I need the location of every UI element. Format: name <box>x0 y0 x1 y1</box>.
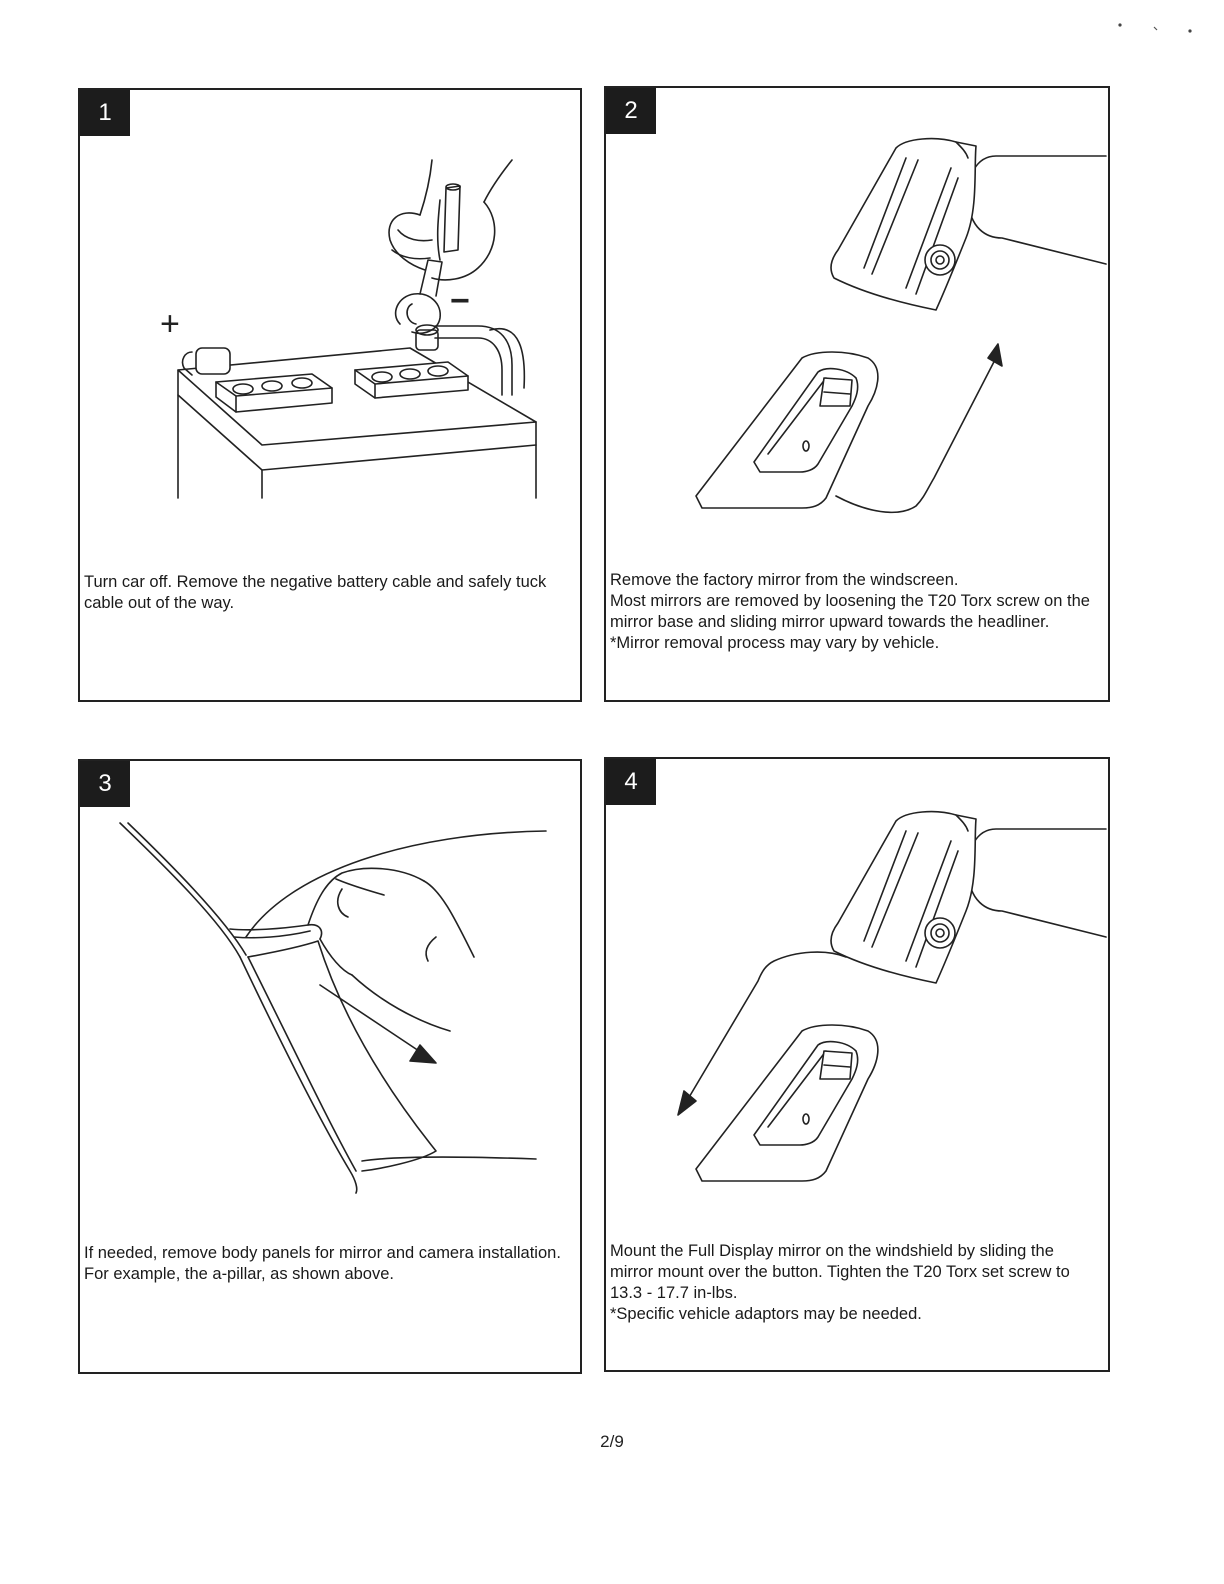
battery-illustration: + − <box>160 159 537 499</box>
negative-terminal-label: − <box>450 282 470 320</box>
caption-line: Most mirrors are removed by loosening th… <box>610 592 1090 631</box>
caption-line: For example, the a-pillar, as shown abov… <box>84 1265 394 1283</box>
caption-line: *Specific vehicle adaptors may be needed… <box>610 1305 922 1323</box>
step-panel-2: 2 Remove the factory mirror from the win… <box>604 86 1110 702</box>
step-caption: Turn car off. Remove the negative batter… <box>84 572 572 614</box>
caption-line: Mount the Full Display mirror on the win… <box>610 1242 1070 1302</box>
step-number-badge: 3 <box>80 761 130 807</box>
mirror-mount-illustration <box>677 810 1107 1182</box>
step-caption: Mount the Full Display mirror on the win… <box>610 1241 1100 1325</box>
caption-line: *Mirror removal process may vary by vehi… <box>610 634 940 652</box>
page-number: 2/9 <box>600 1432 624 1451</box>
step-number-badge: 1 <box>80 90 130 136</box>
caption-line: If needed, remove body panels for mirror… <box>84 1244 561 1262</box>
step-panel-3: 3 If needed, remove body panels for mirr… <box>78 759 582 1374</box>
step-number-badge: 2 <box>606 88 656 134</box>
mirror-removal-illustration <box>695 137 1107 514</box>
scan-specks <box>1118 23 1192 33</box>
step-panel-4: 4 Mount the Full Display mirror on the w… <box>604 757 1110 1372</box>
positive-terminal-label: + <box>160 305 180 343</box>
a-pillar-illustration <box>119 822 547 1194</box>
step-number-badge: 4 <box>606 759 656 805</box>
caption-line: Turn car off. Remove the negative batter… <box>84 573 547 612</box>
step-caption: Remove the factory mirror from the winds… <box>610 570 1100 654</box>
step-caption: If needed, remove body panels for mirror… <box>84 1243 572 1285</box>
caption-line: Remove the factory mirror from the winds… <box>610 571 959 589</box>
step-panel-1: 1 <box>78 88 582 702</box>
